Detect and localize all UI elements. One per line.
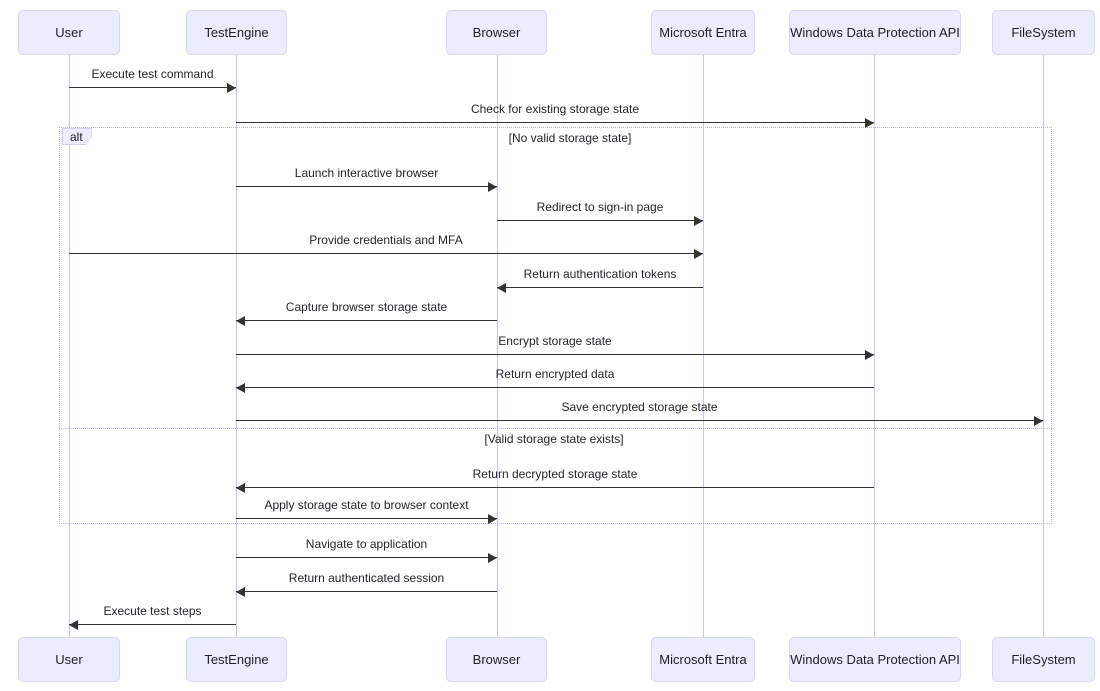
participant-top-windows-data-protection-api[interactable]: Windows Data Protection API bbox=[789, 10, 961, 55]
alt-fragment-label: alt bbox=[62, 128, 92, 145]
message-line-save-encrypted-storage-state bbox=[236, 420, 1043, 421]
message-line-execute-test-command bbox=[69, 87, 236, 88]
message-arrowhead-launch-interactive-browser bbox=[488, 181, 497, 192]
participant-bottom-browser[interactable]: Browser bbox=[446, 637, 547, 682]
message-label-encrypt-storage-state: Encrypt storage state bbox=[498, 334, 612, 348]
participant-top-browser[interactable]: Browser bbox=[446, 10, 547, 55]
message-label-check-for-existing-storage-state: Check for existing storage state bbox=[470, 102, 640, 116]
message-arrowhead-provide-credentials-and-mfa bbox=[694, 248, 703, 259]
message-label-return-decrypted-storage-state: Return decrypted storage state bbox=[472, 467, 638, 481]
message-line-check-for-existing-storage-state bbox=[236, 122, 874, 123]
message-arrowhead-execute-test-command bbox=[227, 82, 236, 93]
message-label-capture-browser-storage-state: Capture browser storage state bbox=[285, 300, 448, 314]
message-line-execute-test-steps bbox=[69, 624, 236, 625]
message-arrowhead-return-authentication-tokens bbox=[497, 282, 506, 293]
message-arrowhead-apply-storage-state-to-browser-context bbox=[488, 513, 497, 524]
message-arrowhead-execute-test-steps bbox=[69, 619, 78, 630]
message-label-provide-credentials-and-mfa: Provide credentials and MFA bbox=[309, 233, 463, 247]
lifeline-user bbox=[69, 55, 70, 637]
participant-bottom-filesystem[interactable]: FileSystem bbox=[992, 637, 1095, 682]
message-line-return-decrypted-storage-state bbox=[236, 487, 874, 488]
message-line-return-encrypted-data bbox=[236, 387, 874, 388]
message-label-return-encrypted-data: Return encrypted data bbox=[495, 367, 615, 381]
message-line-navigate-to-application bbox=[236, 557, 497, 558]
message-label-execute-test-steps: Execute test steps bbox=[103, 604, 202, 618]
message-line-capture-browser-storage-state bbox=[236, 320, 497, 321]
message-arrowhead-return-encrypted-data bbox=[236, 382, 245, 393]
message-arrowhead-redirect-to-sign-in-page bbox=[694, 215, 703, 226]
message-label-return-authentication-tokens: Return authentication tokens bbox=[523, 267, 677, 281]
message-label-launch-interactive-browser: Launch interactive browser bbox=[294, 166, 439, 180]
message-label-save-encrypted-storage-state: Save encrypted storage state bbox=[561, 400, 718, 414]
lifeline-testengine bbox=[236, 55, 237, 637]
participant-top-microsoft-entra[interactable]: Microsoft Entra bbox=[651, 10, 755, 55]
message-line-return-authenticated-session bbox=[236, 591, 497, 592]
message-arrowhead-check-for-existing-storage-state bbox=[865, 117, 874, 128]
participant-bottom-user[interactable]: User bbox=[18, 637, 120, 682]
participant-top-user[interactable]: User bbox=[18, 10, 120, 55]
message-label-execute-test-command: Execute test command bbox=[91, 67, 214, 81]
message-line-return-authentication-tokens bbox=[497, 287, 703, 288]
message-line-provide-credentials-and-mfa bbox=[69, 253, 703, 254]
message-line-launch-interactive-browser bbox=[236, 186, 497, 187]
lifeline-browser bbox=[497, 55, 498, 637]
message-line-encrypt-storage-state bbox=[236, 354, 874, 355]
message-label-redirect-to-sign-in-page: Redirect to sign-in page bbox=[536, 200, 664, 214]
message-arrowhead-return-authenticated-session bbox=[236, 586, 245, 597]
message-arrowhead-return-decrypted-storage-state bbox=[236, 482, 245, 493]
participant-bottom-windows-data-protection-api[interactable]: Windows Data Protection API bbox=[789, 637, 961, 682]
lifeline-windows-data-protection-api bbox=[874, 55, 875, 637]
lifeline-microsoft-entra bbox=[703, 55, 704, 637]
message-arrowhead-encrypt-storage-state bbox=[865, 349, 874, 360]
alt-condition-1: [No valid storage state] bbox=[508, 131, 632, 145]
message-arrowhead-save-encrypted-storage-state bbox=[1034, 415, 1043, 426]
message-arrowhead-navigate-to-application bbox=[488, 552, 497, 563]
message-label-apply-storage-state-to-browser-context: Apply storage state to browser context bbox=[264, 498, 469, 512]
message-line-redirect-to-sign-in-page bbox=[497, 220, 703, 221]
alt-fragment-frame bbox=[59, 127, 1052, 524]
message-label-return-authenticated-session: Return authenticated session bbox=[288, 571, 445, 585]
participant-bottom-testengine[interactable]: TestEngine bbox=[186, 637, 287, 682]
alt-fragment-divider bbox=[59, 428, 1052, 429]
participant-bottom-microsoft-entra[interactable]: Microsoft Entra bbox=[651, 637, 755, 682]
message-line-apply-storage-state-to-browser-context bbox=[236, 518, 497, 519]
message-arrowhead-capture-browser-storage-state bbox=[236, 315, 245, 326]
participant-top-filesystem[interactable]: FileSystem bbox=[992, 10, 1095, 55]
alt-condition-2: [Valid storage state exists] bbox=[484, 432, 624, 446]
lifeline-filesystem bbox=[1043, 55, 1044, 637]
message-label-navigate-to-application: Navigate to application bbox=[305, 537, 428, 551]
participant-top-testengine[interactable]: TestEngine bbox=[186, 10, 287, 55]
